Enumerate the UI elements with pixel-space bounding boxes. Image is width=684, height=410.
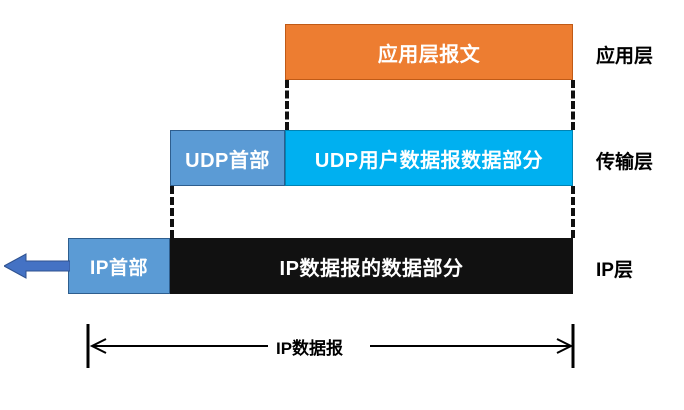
connector-dashed-right-lower [571,186,575,238]
connector-dashed-left-lower [170,186,174,238]
ip-datagram-dimension-line [86,324,575,368]
udp-data-block: UDP用户数据报数据部分 [285,130,573,186]
udp-data-label: UDP用户数据报数据部分 [314,149,544,172]
ip-data-label: IP数据报的数据部分 [279,257,464,280]
udp-header-label: UDP首部 [185,149,270,172]
ip-header-label: IP首部 [90,257,148,279]
outgoing-arrow-icon [4,253,70,279]
udp-header-block: UDP首部 [170,130,285,186]
ip-datagram-dimension-label: IP数据报 [268,334,352,359]
application-message-label: 应用层报文 [377,43,481,66]
connector-dashed-right-upper [571,80,575,130]
layer-label-application: 应用层 [596,46,654,67]
connector-dashed-left-upper [285,80,289,130]
ip-data-block: IP数据报的数据部分 [170,238,573,294]
ip-header-block: IP首部 [68,238,170,294]
application-message-block: 应用层报文 [285,24,573,80]
layer-label-transport: 传输层 [596,152,654,173]
layer-label-ip: IP层 [596,260,633,281]
